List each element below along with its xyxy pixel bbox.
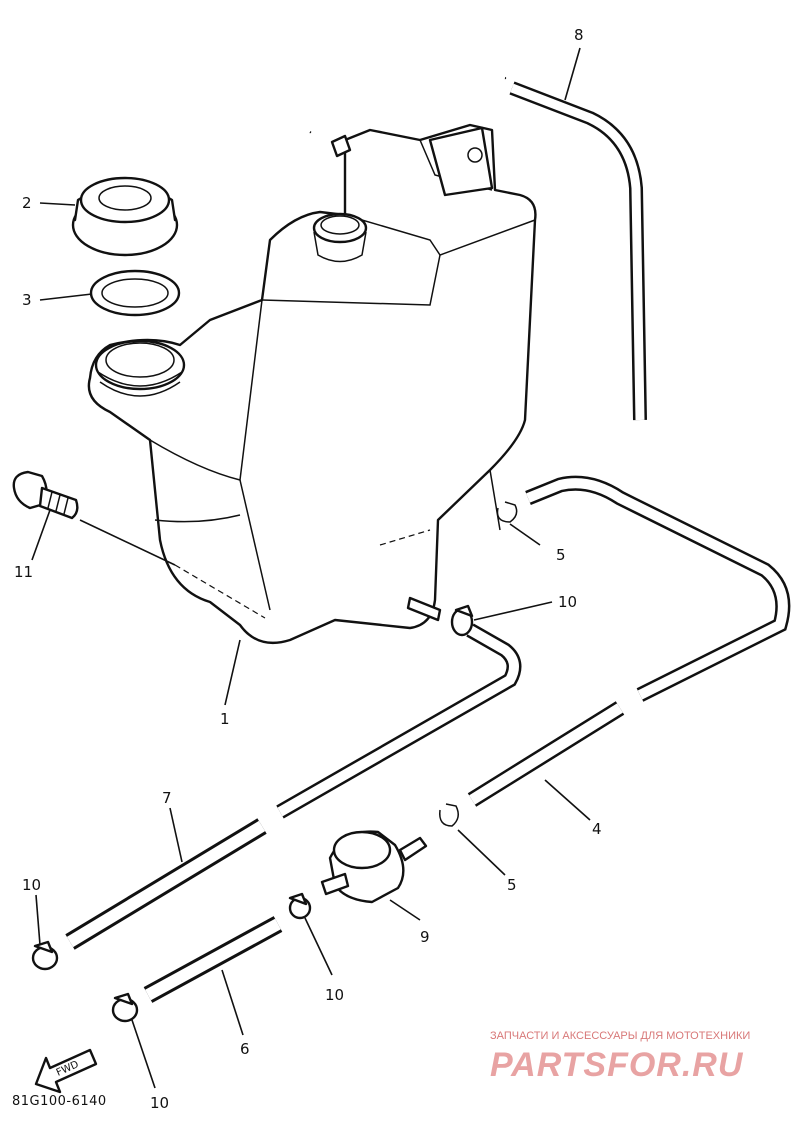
callout-5-upper: 5 [556, 546, 566, 564]
hose-6 [143, 916, 283, 1003]
callout-5-lower: 5 [507, 876, 517, 894]
callout-1: 1 [220, 710, 230, 728]
callout-10-tank: 10 [558, 593, 577, 611]
diagram-code: 81G100-6140 [12, 1094, 107, 1109]
callout-7: 7 [162, 789, 172, 807]
callout-4: 4 [592, 820, 602, 838]
leader-lines [31, 47, 591, 1089]
callout-10-bottom: 10 [150, 1094, 169, 1112]
callout-6: 6 [240, 1040, 250, 1058]
callout-2: 2 [22, 194, 32, 212]
callout-10-mid: 10 [325, 986, 344, 1004]
clamp-10-bottom [111, 992, 139, 1023]
bolt-11 [12, 470, 79, 520]
callout-3: 3 [22, 291, 32, 309]
watermark-tagline: ЗАПЧАСТИ И АКСЕССУАРЫ ДЛЯ МОТОТЕХНИКИ [490, 1030, 751, 1042]
clip-5-upper [496, 501, 518, 523]
callout-10-left: 10 [22, 876, 41, 894]
clamp-10-mid [288, 892, 312, 920]
hose-4 [467, 475, 791, 807]
clamp-10-tank [450, 604, 474, 637]
clip-5-lower [439, 803, 459, 827]
fwd-arrow-icon: FWD [34, 1048, 98, 1094]
hose-8 [247, 31, 647, 421]
callout-9: 9 [420, 928, 430, 946]
callout-8: 8 [574, 26, 584, 44]
callout-11: 11 [14, 563, 33, 581]
cap-2 [71, 176, 179, 257]
check-valve-9 [320, 830, 428, 904]
clamp-10-left [31, 940, 59, 971]
gasket-3 [89, 269, 181, 317]
hose-7 [65, 623, 522, 950]
watermark-logo[interactable]: PARTSFOR.RU [490, 1046, 744, 1084]
reservoir-tank-1 [87, 123, 537, 645]
